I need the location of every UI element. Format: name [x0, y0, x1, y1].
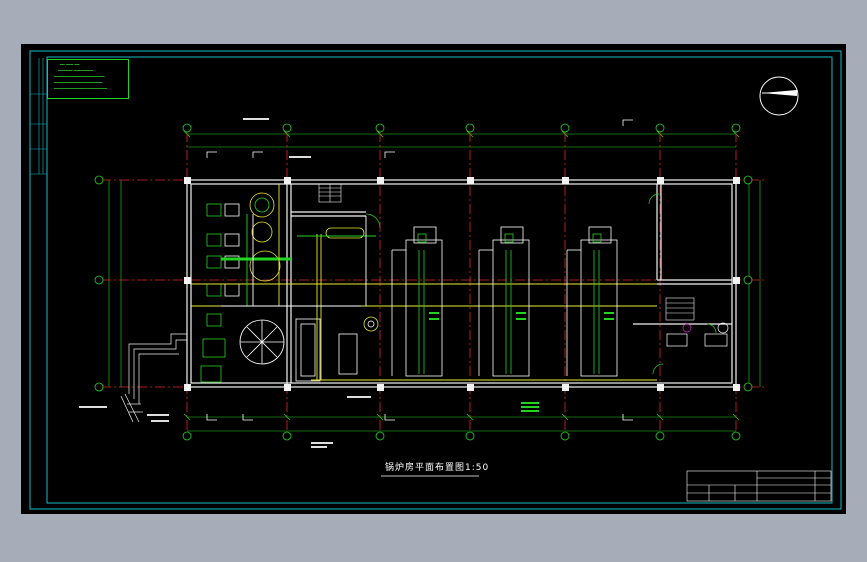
title-block [686, 470, 832, 502]
outer-frame [29, 50, 842, 510]
inner-frame [46, 56, 833, 504]
cad-drawing [29, 50, 842, 510]
boiler-icon [239, 192, 379, 365]
binding-strip [30, 58, 47, 175]
drawing-caption: 锅炉房平面布置图1:50 [385, 460, 489, 473]
annotation-marks [79, 118, 371, 448]
north-arrow-icon [759, 76, 799, 116]
dimension-lines [108, 130, 761, 432]
axis-bubble-icon [94, 123, 753, 441]
drawing-sheet: ━━ ━━━ ━━ ━━━━━━ ━━━━━━━━ ━━━━━━━━━━━━━━… [21, 44, 846, 514]
door-swing-icon [365, 193, 717, 375]
grid-axes [101, 132, 766, 434]
boiler-unit [391, 226, 618, 377]
section-marks [206, 119, 633, 421]
stair-icon [318, 183, 695, 321]
notes-box: ━━ ━━━ ━━ ━━━━━━ ━━━━━━━━ ━━━━━━━━━━━━━━… [47, 59, 129, 99]
left-annex [120, 333, 187, 423]
pump-set [200, 203, 240, 383]
tank-icon [295, 227, 365, 382]
drawing-scale: 1:50 [465, 463, 490, 473]
structural-columns [184, 177, 740, 391]
building-walls [186, 179, 737, 388]
drawing-title: 锅炉房平面布置图 [385, 463, 466, 473]
boiler-labels [429, 312, 614, 412]
fixtures [666, 322, 729, 347]
